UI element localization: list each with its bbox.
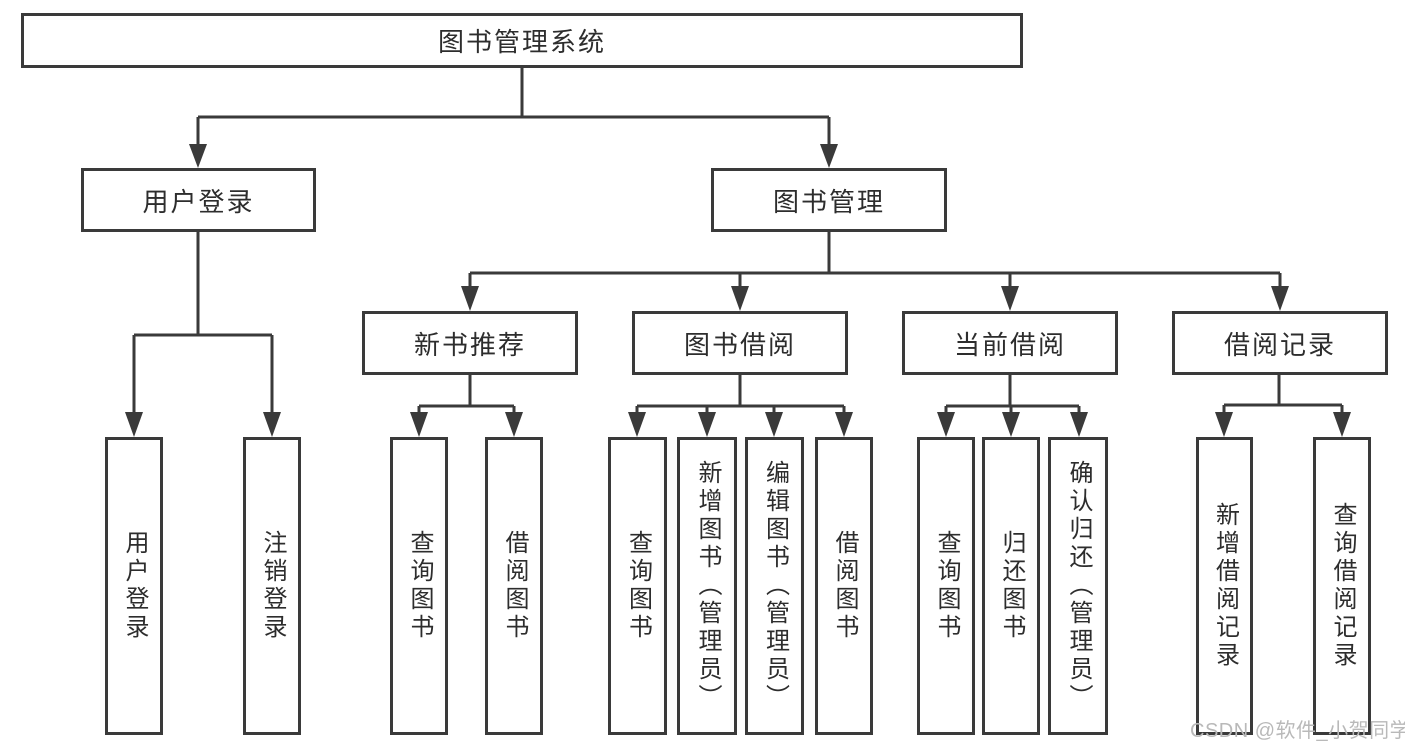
- node-user-login-branch: 用户登录: [81, 168, 316, 232]
- node-leaf-user-login: 用户登录: [105, 437, 163, 735]
- node-leaf-query-borrow-record: 查询借阅记录: [1313, 437, 1371, 735]
- node-root-library-system: 图书管理系统: [21, 13, 1023, 68]
- node-current-borrowing: 当前借阅: [902, 311, 1118, 375]
- node-label: 查询图书: [933, 530, 960, 642]
- node-leaf-borrow-books: 借阅图书: [815, 437, 873, 735]
- node-book-borrowing: 图书借阅: [632, 311, 848, 375]
- csdn-watermark: CSDN @软件_小贺同学: [1190, 720, 1405, 742]
- connector-book-management-children: [461, 232, 1289, 311]
- connector-book-borrowing-children: [628, 375, 853, 437]
- node-label: 归还图书: [998, 530, 1025, 642]
- node-leaf-return-books: 归还图书: [982, 437, 1040, 735]
- node-label: 图书管理: [772, 186, 885, 217]
- node-root-label: 图书管理系统: [437, 27, 606, 57]
- node-leaf-add-book-admin: 新增图书（管理员）: [677, 437, 737, 735]
- node-label: 借阅图书: [501, 530, 528, 642]
- node-label: 确认归还（管理员）: [1065, 460, 1092, 712]
- node-label: 用户登录: [121, 530, 148, 642]
- node-leaf-add-borrow-record: 新增借阅记录: [1196, 437, 1253, 735]
- connector-root-to-level2: [189, 68, 838, 168]
- node-label: 借阅记录: [1223, 329, 1336, 360]
- connector-current-borrowing-children: [937, 375, 1088, 437]
- node-leaf-query-books-recommend: 查询图书: [390, 437, 448, 735]
- node-leaf-logout: 注销登录: [243, 437, 301, 735]
- node-leaf-query-books-borrowing: 查询图书: [608, 437, 667, 735]
- connector-new-book-recommend-children: [410, 375, 523, 437]
- node-label: 编辑图书（管理员）: [761, 460, 789, 712]
- connector-borrowing-records-children: [1215, 375, 1351, 437]
- node-new-book-recommend: 新书推荐: [362, 311, 578, 375]
- node-label: 新书推荐: [413, 329, 526, 360]
- node-label: 查询图书: [624, 530, 652, 642]
- node-label: 新增借阅记录: [1211, 502, 1239, 670]
- node-label: 图书借阅: [683, 329, 796, 360]
- node-label: 查询图书: [406, 530, 433, 642]
- node-leaf-borrow-books-recommend: 借阅图书: [485, 437, 543, 735]
- node-label: 新增图书（管理员）: [694, 460, 721, 712]
- node-label: 注销登录: [259, 530, 286, 642]
- node-borrowing-records: 借阅记录: [1172, 311, 1388, 375]
- connector-user-login-children: [125, 232, 281, 437]
- node-leaf-confirm-return-admin: 确认归还（管理员）: [1048, 437, 1108, 735]
- node-book-management-branch: 图书管理: [711, 168, 947, 232]
- node-label: 借阅图书: [831, 530, 858, 642]
- node-label: 用户登录: [142, 186, 255, 217]
- node-leaf-edit-book-admin: 编辑图书（管理员）: [745, 437, 804, 735]
- node-label: 查询借阅记录: [1329, 502, 1356, 670]
- node-leaf-query-books-current: 查询图书: [917, 437, 975, 735]
- node-label: 当前借阅: [953, 329, 1066, 360]
